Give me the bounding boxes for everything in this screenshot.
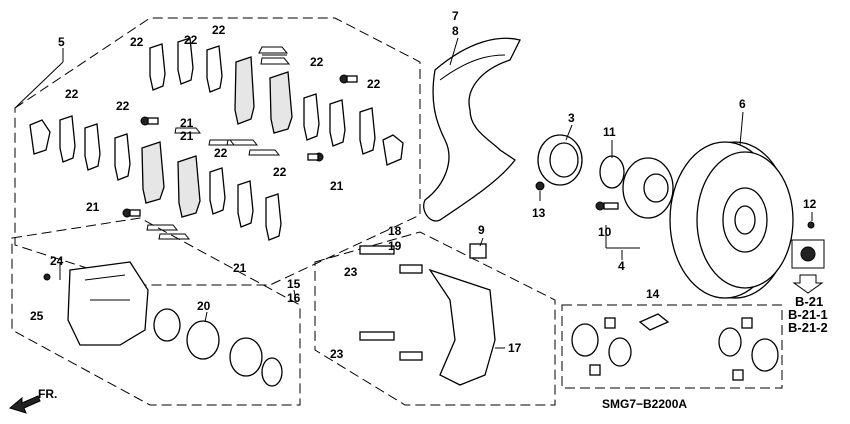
clip-labels-21: 21 21 21 21 21 <box>86 116 344 275</box>
label-13: 13 <box>532 206 546 220</box>
pad-clips <box>146 46 291 240</box>
label-23a: 23 <box>344 265 358 279</box>
label-21: 21 <box>330 179 344 193</box>
label-23b: 23 <box>330 347 344 361</box>
label-11: 11 <box>603 125 616 139</box>
label-7: 7 <box>452 9 459 23</box>
label-22: 22 <box>273 165 287 179</box>
direction-label: FR. <box>38 387 57 401</box>
label-15: 15 <box>287 277 301 291</box>
label-18: 18 <box>388 224 402 238</box>
splash-shield <box>423 37 521 222</box>
label-22: 22 <box>214 146 228 160</box>
label-16: 16 <box>287 291 301 305</box>
pad-shims-upper <box>29 37 404 241</box>
label-25: 25 <box>30 309 44 323</box>
front-arrow-icon <box>8 395 41 414</box>
label-17: 17 <box>508 341 522 355</box>
seal-kit-parts <box>571 313 779 381</box>
label-22: 22 <box>184 33 198 47</box>
label-22: 22 <box>212 23 226 37</box>
label-24: 24 <box>50 254 64 268</box>
label-22: 22 <box>310 55 324 69</box>
label-9: 9 <box>478 223 485 237</box>
label-12: 12 <box>803 197 817 211</box>
label-5: 5 <box>58 35 65 49</box>
label-22: 22 <box>130 35 144 49</box>
label-10: 10 <box>598 225 612 239</box>
diagram-code: SMG7−B2200A <box>602 397 687 411</box>
pad-labels-22: 22 22 22 22 22 22 22 22 22 <box>65 23 381 179</box>
ref-b21-2: B-21-2 <box>788 320 828 335</box>
pad-kit-outline <box>14 17 421 286</box>
label-22: 22 <box>367 77 381 91</box>
label-21: 21 <box>233 261 247 275</box>
ref-arrow <box>792 274 824 294</box>
guide-pins <box>359 243 487 361</box>
ref-labels: B-21 B-21-1 B-21-2 <box>788 294 828 335</box>
label-8: 8 <box>452 24 459 38</box>
label-22: 22 <box>65 87 79 101</box>
label-14: 14 <box>646 287 660 301</box>
label-21: 21 <box>86 200 100 214</box>
small-bolts <box>43 74 815 281</box>
label-20: 20 <box>197 299 211 313</box>
brake-disc <box>669 141 794 299</box>
ref-b21: B-21 <box>795 294 823 309</box>
bracket-outline <box>314 231 556 406</box>
hub-bearing <box>537 134 674 219</box>
label-19: 19 <box>388 239 402 253</box>
ref-box <box>791 239 825 269</box>
part-labels: 5 7 8 3 6 11 12 13 10 4 9 14 15 16 17 18… <box>30 9 817 361</box>
label-4: 4 <box>618 259 625 273</box>
caliper-outline <box>11 217 301 406</box>
caliper-bracket <box>428 268 496 386</box>
label-3: 3 <box>568 111 575 125</box>
leader-lines <box>14 37 813 349</box>
label-6: 6 <box>739 97 746 111</box>
ref-b21-1: B-21-1 <box>788 307 828 322</box>
label-21: 21 <box>180 116 194 130</box>
caliper-body <box>67 261 283 387</box>
label-21: 21 <box>180 129 194 143</box>
label-22: 22 <box>116 99 130 113</box>
seal-kit-outline <box>561 304 783 389</box>
